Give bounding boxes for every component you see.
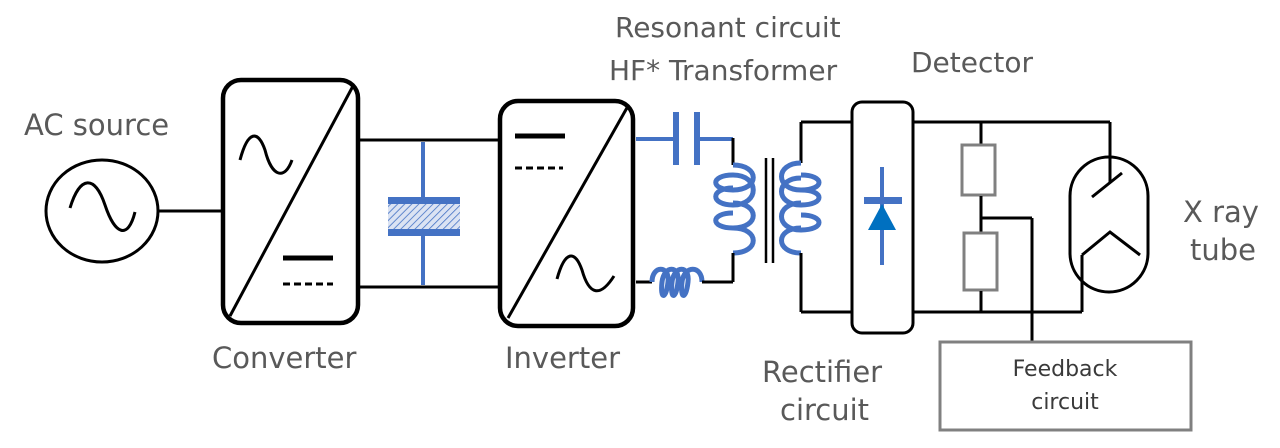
label-rectifier-line2: circuit	[780, 393, 869, 427]
sine-wave-icon	[68, 181, 137, 232]
label-xray-line1: X ray	[1183, 195, 1259, 229]
resistor-bottom	[962, 231, 999, 292]
label-rectifier-line1: Rectifier	[762, 355, 882, 389]
xray-tube	[1068, 122, 1150, 312]
feedback-label-line1: Feedback	[1013, 357, 1118, 382]
primary-coil	[713, 162, 756, 256]
rectifier-circuit	[850, 100, 915, 335]
cathode-icon	[1081, 230, 1141, 257]
feedback-label-line2: circuit	[1031, 390, 1099, 415]
anode-icon	[1091, 171, 1123, 199]
label-detector: Detector	[911, 46, 1033, 79]
label-inverter: Inverter	[505, 341, 620, 375]
ac-wave-icon	[555, 254, 616, 293]
series-inductor	[649, 266, 705, 298]
label-hf-transformer: HF* Transformer	[609, 54, 838, 87]
inverter-block	[497, 98, 636, 329]
secondary-coil	[779, 120, 852, 314]
detector-divider	[960, 122, 1034, 342]
feedback-circuit: Feedback circuit	[938, 340, 1193, 432]
label-ac-source: AC source	[24, 108, 169, 142]
converter-block	[220, 77, 361, 326]
diode-icon	[868, 204, 896, 230]
label-xray-line2: tube	[1190, 233, 1256, 267]
ac-wave-icon	[238, 134, 294, 175]
label-converter: Converter	[212, 341, 357, 375]
ac-source-symbol	[44, 158, 160, 264]
resonant-circuit	[636, 112, 756, 298]
resistor-top	[960, 143, 997, 197]
dc-link-capacitor	[388, 142, 460, 285]
hf-transformer-core	[764, 158, 775, 263]
label-resonant-circuit: Resonant circuit	[615, 11, 841, 44]
